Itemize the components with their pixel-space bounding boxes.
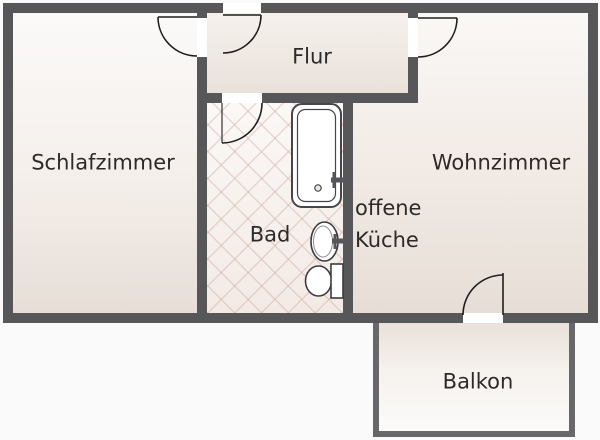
wohnzimmer-door-icon	[417, 17, 458, 58]
schlafzimmer-door-icon	[157, 16, 198, 57]
room-label-bad: Bad	[249, 222, 291, 247]
room-label-schlafzimmer: Schlafzimmer	[31, 150, 175, 175]
wall-flur-bottom	[197, 93, 418, 103]
room-label-offene-kueche-line1: offene	[355, 196, 422, 220]
balkon-door-opening	[463, 313, 503, 323]
wohnzimmer-door-opening	[408, 18, 418, 57]
room-schlafzimmer	[13, 13, 197, 313]
sink-icon	[310, 221, 343, 262]
wall-exterior-left	[3, 3, 13, 323]
wall-balkon-bottom	[373, 431, 575, 437]
room-label-offene-kueche: offene Küche	[355, 192, 421, 256]
room-label-offene-kueche-line2: Küche	[355, 228, 419, 252]
schlafzimmer-door-opening	[197, 18, 207, 57]
entrance-door-opening	[223, 3, 261, 13]
room-balkon	[379, 323, 569, 431]
wall-exterior-bottom	[3, 313, 598, 323]
wall-exterior-right	[588, 3, 598, 323]
entrance-door-icon	[222, 14, 262, 54]
wall-balkon-right	[569, 323, 575, 437]
bad-door-icon	[221, 102, 263, 144]
wall-bad-wohnzimmer	[343, 103, 353, 313]
balkon-door-icon	[462, 273, 504, 316]
bathtub-icon	[291, 103, 343, 208]
room-label-wohnzimmer: Wohnzimmer	[431, 150, 571, 175]
room-label-balkon: Balkon	[442, 369, 514, 394]
toilet-icon	[304, 263, 344, 299]
wall-balkon-left	[373, 323, 379, 437]
room-flur	[207, 13, 408, 93]
bad-door-opening	[222, 93, 262, 103]
room-label-flur: Flur	[292, 44, 332, 69]
wall-schlafzimmer-flur	[197, 13, 207, 313]
wall-exterior-top	[3, 3, 598, 13]
